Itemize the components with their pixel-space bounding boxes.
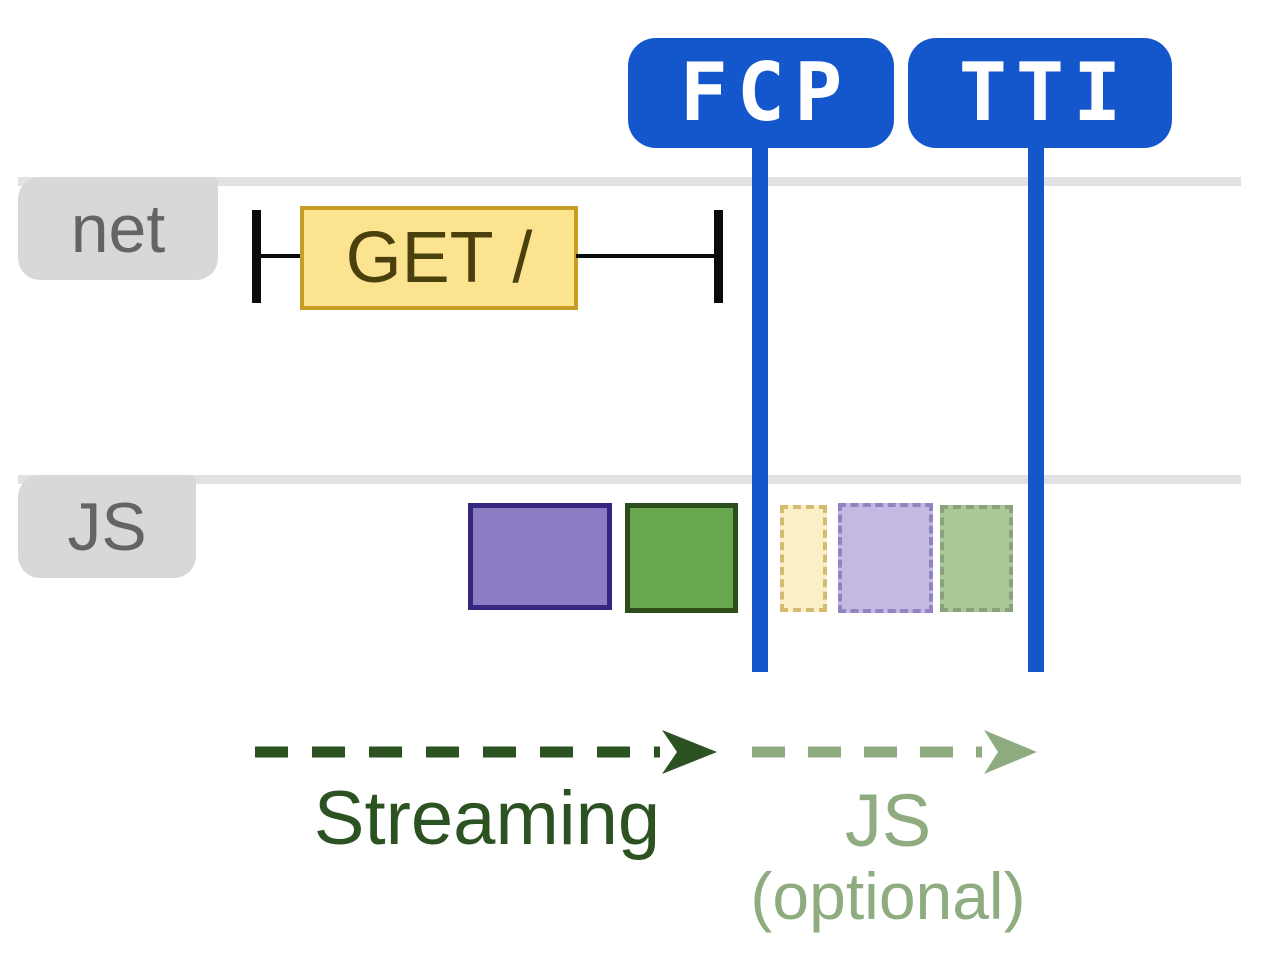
- streaming-caption: Streaming: [313, 776, 661, 861]
- tti-badge: TTI: [908, 38, 1172, 148]
- streaming-arrow-icon: [255, 730, 717, 774]
- js-task-green: [625, 503, 738, 613]
- js-optional-subcaption: (optional): [750, 859, 1026, 933]
- fcp-marker-line: [752, 146, 768, 672]
- js-task-green-optional: [940, 505, 1013, 612]
- fcp-badge: FCP: [628, 38, 894, 148]
- request-end-connector: [576, 254, 718, 258]
- request-start-connector: [254, 254, 304, 258]
- js-task-purple: [468, 503, 612, 610]
- net-track-tab: net: [18, 177, 218, 280]
- js-optional-arrow-icon: [752, 730, 1037, 774]
- js-track-tab: JS: [18, 475, 196, 578]
- js-task-yellow-optional: [780, 505, 827, 612]
- js-track-label: JS: [67, 488, 147, 565]
- js-track-line: [18, 475, 1241, 484]
- get-request-box: GET /: [300, 206, 578, 310]
- net-track-line: [18, 177, 1241, 186]
- request-end-whisker: [714, 210, 723, 303]
- get-request-label: GET /: [345, 218, 533, 298]
- tti-marker-line: [1028, 146, 1044, 672]
- fcp-badge-label: FCP: [679, 46, 852, 139]
- js-task-purple-optional: [838, 503, 933, 613]
- net-track-label: net: [70, 190, 166, 267]
- js-optional-caption: JS: [844, 779, 932, 862]
- tti-badge-label: TTI: [958, 46, 1131, 139]
